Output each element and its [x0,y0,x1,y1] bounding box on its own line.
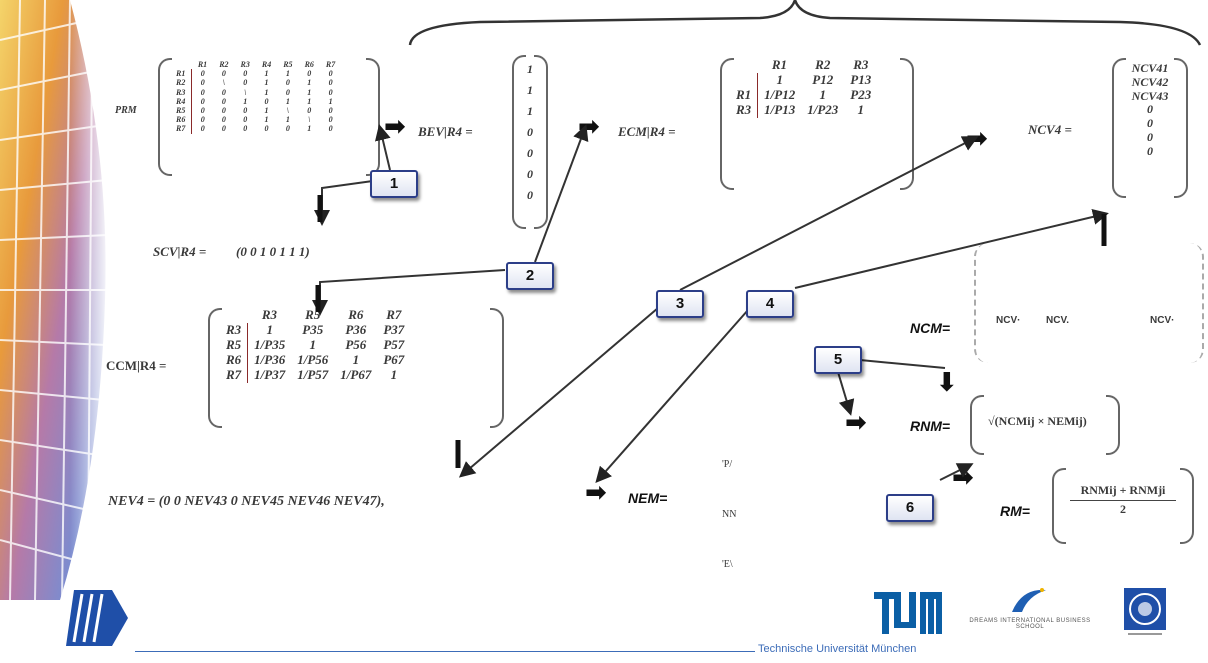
university-name: Technische Universität München [758,643,916,655]
business-school-logo-icon [1008,586,1048,614]
institute-logo [60,588,130,648]
business-school-name: DREAMS INTERNATIONAL BUSINESS SCHOOL [960,618,1100,630]
step-4-box: 4 [746,290,794,318]
tum-logo [874,592,942,634]
footer-divider [135,651,755,652]
step-2-box: 2 [506,262,554,290]
step-1-box: 1 [370,170,418,198]
step-6-box: 6 [886,494,934,522]
connector-lines [0,0,1208,600]
university-seal [1124,588,1166,638]
step-5-box: 5 [814,346,862,374]
step-3-box: 3 [656,290,704,318]
